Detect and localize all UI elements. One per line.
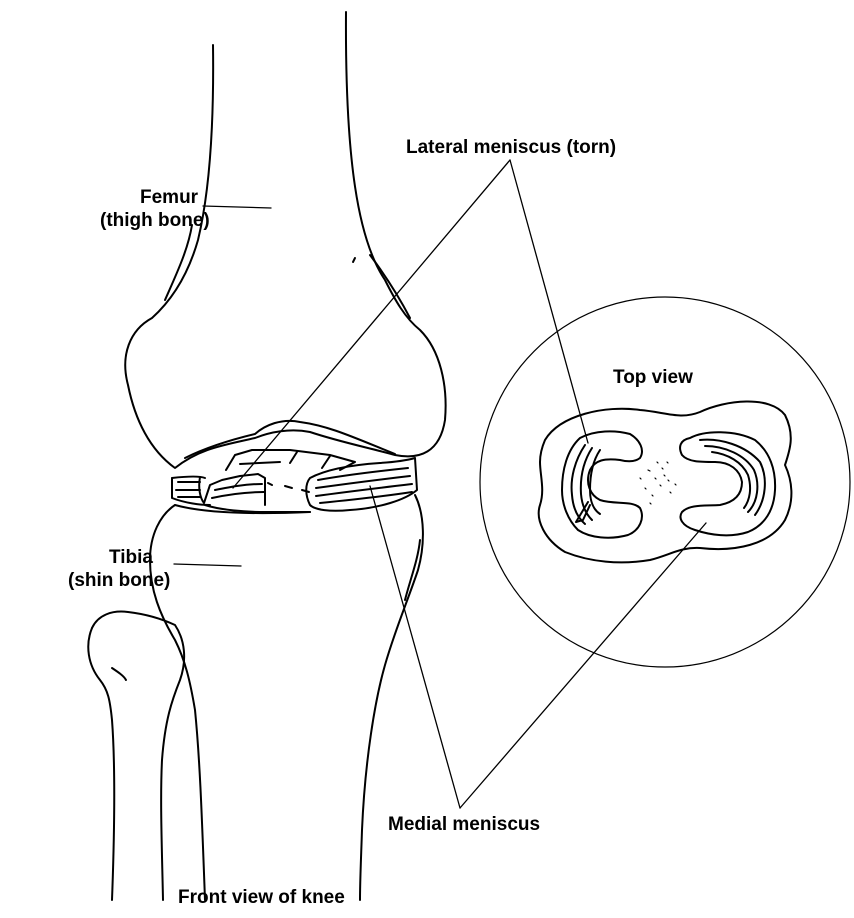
tibia-bone: [150, 495, 423, 900]
femur-label-line2: (thigh bone): [100, 209, 210, 232]
top-view-label: Top view: [613, 366, 693, 389]
tibia-label-line2: (shin bone): [68, 569, 170, 592]
fibula-bone: [88, 612, 184, 900]
femur-label-line1: Femur: [100, 186, 210, 209]
tibia-label: Tibia (shin bone): [68, 546, 170, 592]
femur-label: Femur (thigh bone): [100, 186, 210, 232]
medial-meniscus-label: Medial meniscus: [388, 813, 540, 836]
front-view-caption: Front view of knee: [178, 886, 345, 909]
tibia-label-line1: Tibia: [68, 546, 170, 569]
lateral-meniscus-label: Lateral meniscus (torn): [406, 136, 616, 159]
femur-bone: [125, 12, 445, 468]
front-menisci: [172, 450, 417, 512]
top-view-dots: [640, 462, 676, 504]
top-view-circle: [480, 297, 850, 667]
top-view-menisci: [539, 401, 792, 562]
